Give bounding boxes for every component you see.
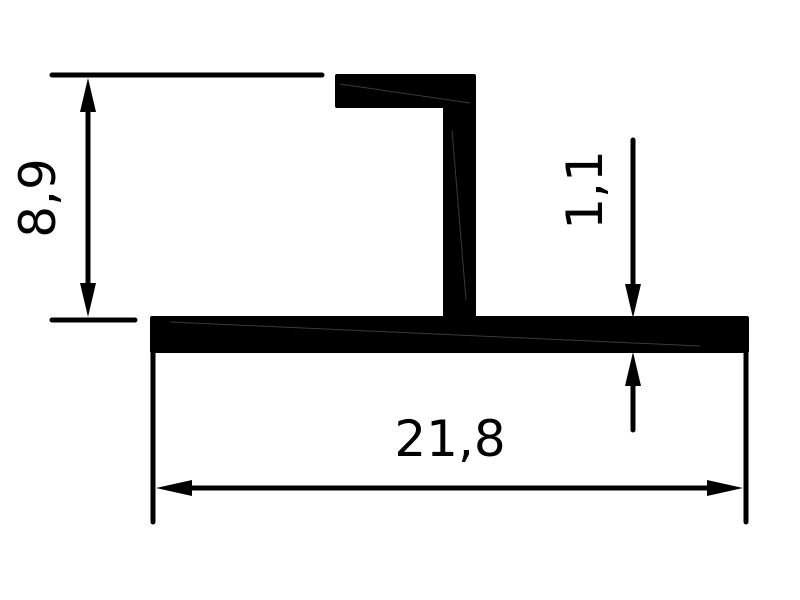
width-value: 21,8 [394, 410, 505, 468]
vertical-web [443, 102, 476, 322]
shading-line [451, 129, 467, 301]
height-arrow-bottom [80, 283, 96, 317]
thickness-arrow-down [625, 284, 641, 318]
width-arrow-right [707, 480, 743, 496]
thickness-dimension: 1,1 [556, 137, 641, 433]
top-flange [335, 74, 476, 108]
thickness-value: 1,1 [556, 150, 614, 230]
thickness-arrow-up [625, 352, 641, 386]
height-value: 8,9 [9, 158, 67, 238]
height-dimension: 8,9 [9, 72, 325, 323]
profile-section [150, 74, 749, 353]
width-arrow-left [156, 480, 192, 496]
height-arrow-top [80, 78, 96, 112]
shading-line [169, 321, 701, 347]
shading-line [339, 83, 471, 104]
width-dimension: 21,8 [150, 349, 749, 525]
